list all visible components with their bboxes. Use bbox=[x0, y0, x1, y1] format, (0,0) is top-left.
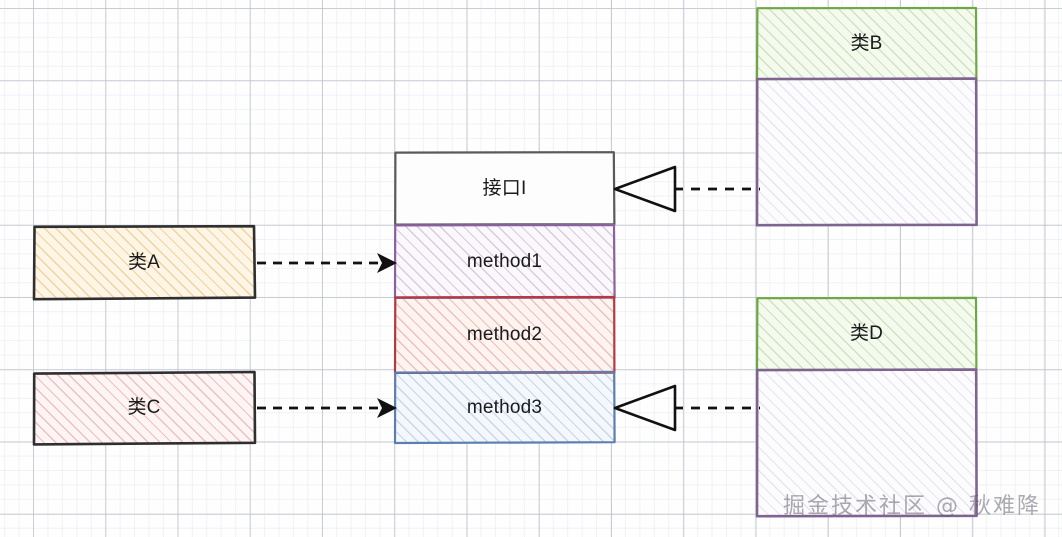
connector-class-d-realizes-method3 bbox=[613, 384, 760, 432]
class-b-method-3: method3 bbox=[826, 169, 907, 191]
class-box-b-body[interactable]: method1 method2 method3 bbox=[755, 77, 978, 227]
connector-class-b-realizes-interface bbox=[613, 165, 760, 213]
class-d-method-list: method1 method2 method3 bbox=[827, 387, 906, 474]
class-b-label: 类B bbox=[850, 32, 883, 54]
class-a-label: 类A bbox=[127, 251, 161, 273]
interface-method-row-1[interactable]: method1 bbox=[393, 223, 616, 299]
class-b-method-list: method1 method2 method3 bbox=[827, 109, 906, 196]
interface-method3-label: method3 bbox=[466, 396, 543, 418]
interface-name-label: 接口I bbox=[482, 177, 527, 199]
interface-method1-label: method1 bbox=[466, 250, 543, 272]
connector-class-a-to-method1 bbox=[257, 253, 397, 273]
class-box-b-header[interactable]: 类B bbox=[755, 6, 978, 81]
interface-method-row-2[interactable]: method2 bbox=[393, 295, 616, 374]
class-d-label: 类D bbox=[849, 323, 884, 345]
class-c-label: 类C bbox=[127, 397, 161, 419]
class-box-d-header[interactable]: 类D bbox=[755, 296, 978, 372]
class-d-method-1: method1 bbox=[829, 389, 904, 411]
interface-method2-label: method2 bbox=[466, 324, 543, 346]
class-b-method-1: method1 bbox=[829, 111, 904, 133]
interface-method-row-3[interactable]: method3 bbox=[393, 370, 616, 445]
class-box-d-body[interactable]: method1 method2 method3 bbox=[755, 368, 978, 518]
connector-class-c-to-method3 bbox=[257, 398, 397, 418]
class-d-method-3: method3 bbox=[829, 447, 904, 469]
watermark-text: 掘金技术社区 @ 秋难降 bbox=[783, 494, 1041, 519]
interface-header[interactable]: 接口I bbox=[394, 151, 616, 226]
class-box-a[interactable]: 类A bbox=[32, 224, 257, 301]
class-box-c[interactable]: 类C bbox=[32, 370, 257, 446]
class-b-method-2: method2 bbox=[829, 140, 904, 162]
class-d-method-2: method2 bbox=[826, 418, 907, 440]
